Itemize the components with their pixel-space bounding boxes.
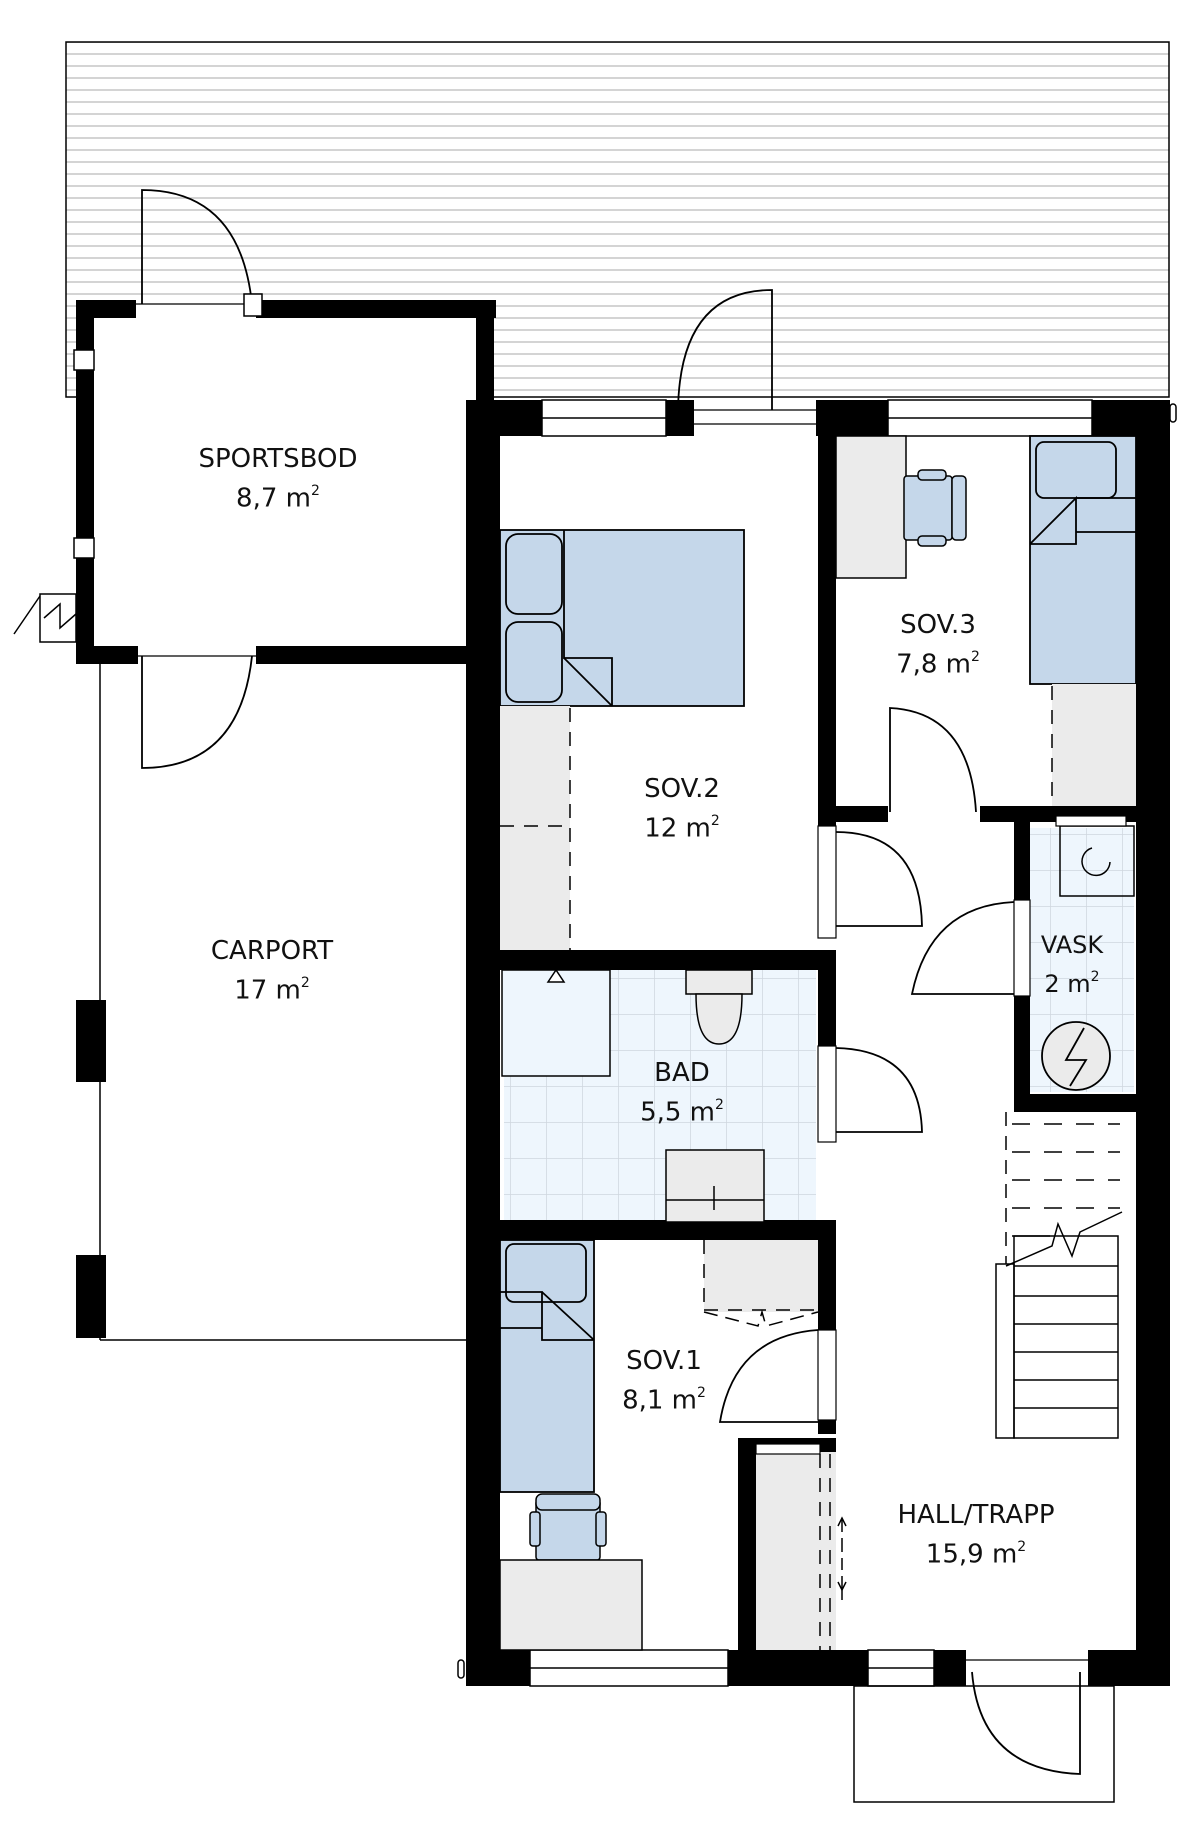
single-bed-sov1 [499,1239,595,1493]
wardrobe-sov1 [703,1240,819,1327]
room-label-sov1: SOV.1 8,1 m2 [622,1344,706,1418]
shower [501,968,611,1077]
wardrobe-sov3 [1051,684,1136,806]
room-label-sportsbod: SPORTSBOD 8,7 m2 [198,442,357,516]
sliding-wardrobe-hall [755,1443,847,1650]
desk-sov3 [835,435,907,579]
room-label-sov2: SOV.2 12 m2 [644,772,720,846]
room-label-bad: BAD 5,5 m2 [640,1056,724,1130]
room-name: SPORTSBOD [198,444,358,474]
washing-machine [1055,815,1135,897]
wardrobe-sov2 [500,706,571,950]
room-area: 17 m2 [234,975,310,1006]
chair-sov3 [903,469,967,547]
sink [665,1149,765,1223]
room-area: 12 m2 [644,813,720,844]
windows [529,399,1093,1687]
toilet [685,969,753,1045]
vent-icons [73,293,263,559]
room-label-carport: CARPORT 17 m2 [211,934,333,1008]
room-label-hall: HALL/TRAPP 15,9 m2 [897,1498,1054,1572]
walls [76,300,1170,1686]
outdoor-faucet-icons [457,403,1177,1679]
carport-post [76,1255,106,1338]
staircase [995,1112,1123,1439]
chair-sov1 [529,1493,607,1561]
room-name: VASK [1040,931,1104,959]
doors [136,189,1088,1775]
room-label-vask: VASK 2 m2 [1041,928,1103,1001]
water-heater [1041,1021,1111,1091]
room-name: SOV.2 [644,774,720,804]
room-name: HALL/TRAPP [897,1500,1055,1530]
room-name: SOV.1 [626,1346,702,1376]
desk-sov1 [499,1559,643,1651]
room-area: 7,8 m2 [896,649,980,680]
room-name: CARPORT [210,936,334,966]
room-area: 8,7 m2 [236,483,320,514]
outdoor-steps [13,593,77,643]
room-label-sov3: SOV.3 7,8 m2 [896,608,980,682]
room-area: 15,9 m2 [925,1539,1027,1570]
entrance-step [853,1685,1115,1803]
single-bed-sov3 [1029,435,1137,685]
room-area: 5,5 m2 [640,1097,724,1128]
carport-post [76,1000,106,1082]
double-bed [499,529,745,707]
room-name: BAD [654,1058,710,1088]
room-name: SOV.3 [900,610,976,640]
room-area: 2 m2 [1044,969,1100,998]
room-area: 8,1 m2 [622,1385,706,1416]
